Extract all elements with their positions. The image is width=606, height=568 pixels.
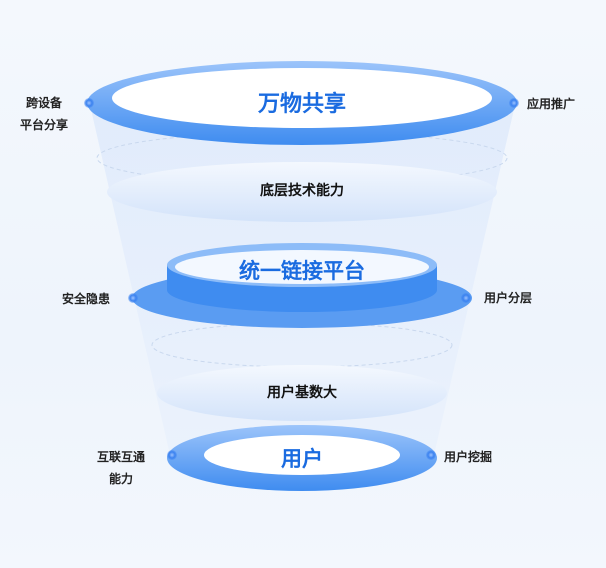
middle-cylinder-top bbox=[175, 250, 429, 284]
right-label-bottom: 用户挖掘 bbox=[444, 450, 493, 464]
marker-dot bbox=[128, 293, 138, 303]
level-title-top: 万物共享 bbox=[257, 92, 347, 117]
marker-dot bbox=[84, 98, 94, 108]
right-label-top: 应用推广 bbox=[527, 97, 576, 111]
label-line: 平台分享 bbox=[20, 118, 69, 132]
dashed-divider bbox=[96, 131, 508, 185]
marker-dot bbox=[426, 450, 436, 460]
bottom-ring-inner bbox=[204, 435, 400, 475]
marker-dot bbox=[509, 98, 519, 108]
left-label-middle: 安全隐患 bbox=[62, 292, 111, 306]
level-title-bottom: 用户 bbox=[281, 447, 323, 471]
marker-dot bbox=[461, 293, 471, 303]
band-label-2: 用户基数大 bbox=[267, 385, 337, 401]
left-label-top: 跨设备 平台分享 bbox=[20, 92, 68, 136]
top-ring-inner bbox=[112, 68, 492, 128]
band-label-1: 底层技术能力 bbox=[260, 183, 344, 199]
label-line: 跨设备 bbox=[26, 96, 63, 110]
label-line: 能力 bbox=[109, 472, 134, 486]
band-ellipse bbox=[107, 162, 497, 222]
left-label-bottom: 互联互通 能力 bbox=[97, 446, 145, 490]
band-ellipse bbox=[157, 365, 447, 421]
label-line: 互联互通 bbox=[97, 450, 146, 464]
right-label-middle: 用户分层 bbox=[484, 291, 533, 305]
level-title-middle: 统一链接平台 bbox=[239, 259, 365, 283]
marker-dot bbox=[167, 450, 177, 460]
